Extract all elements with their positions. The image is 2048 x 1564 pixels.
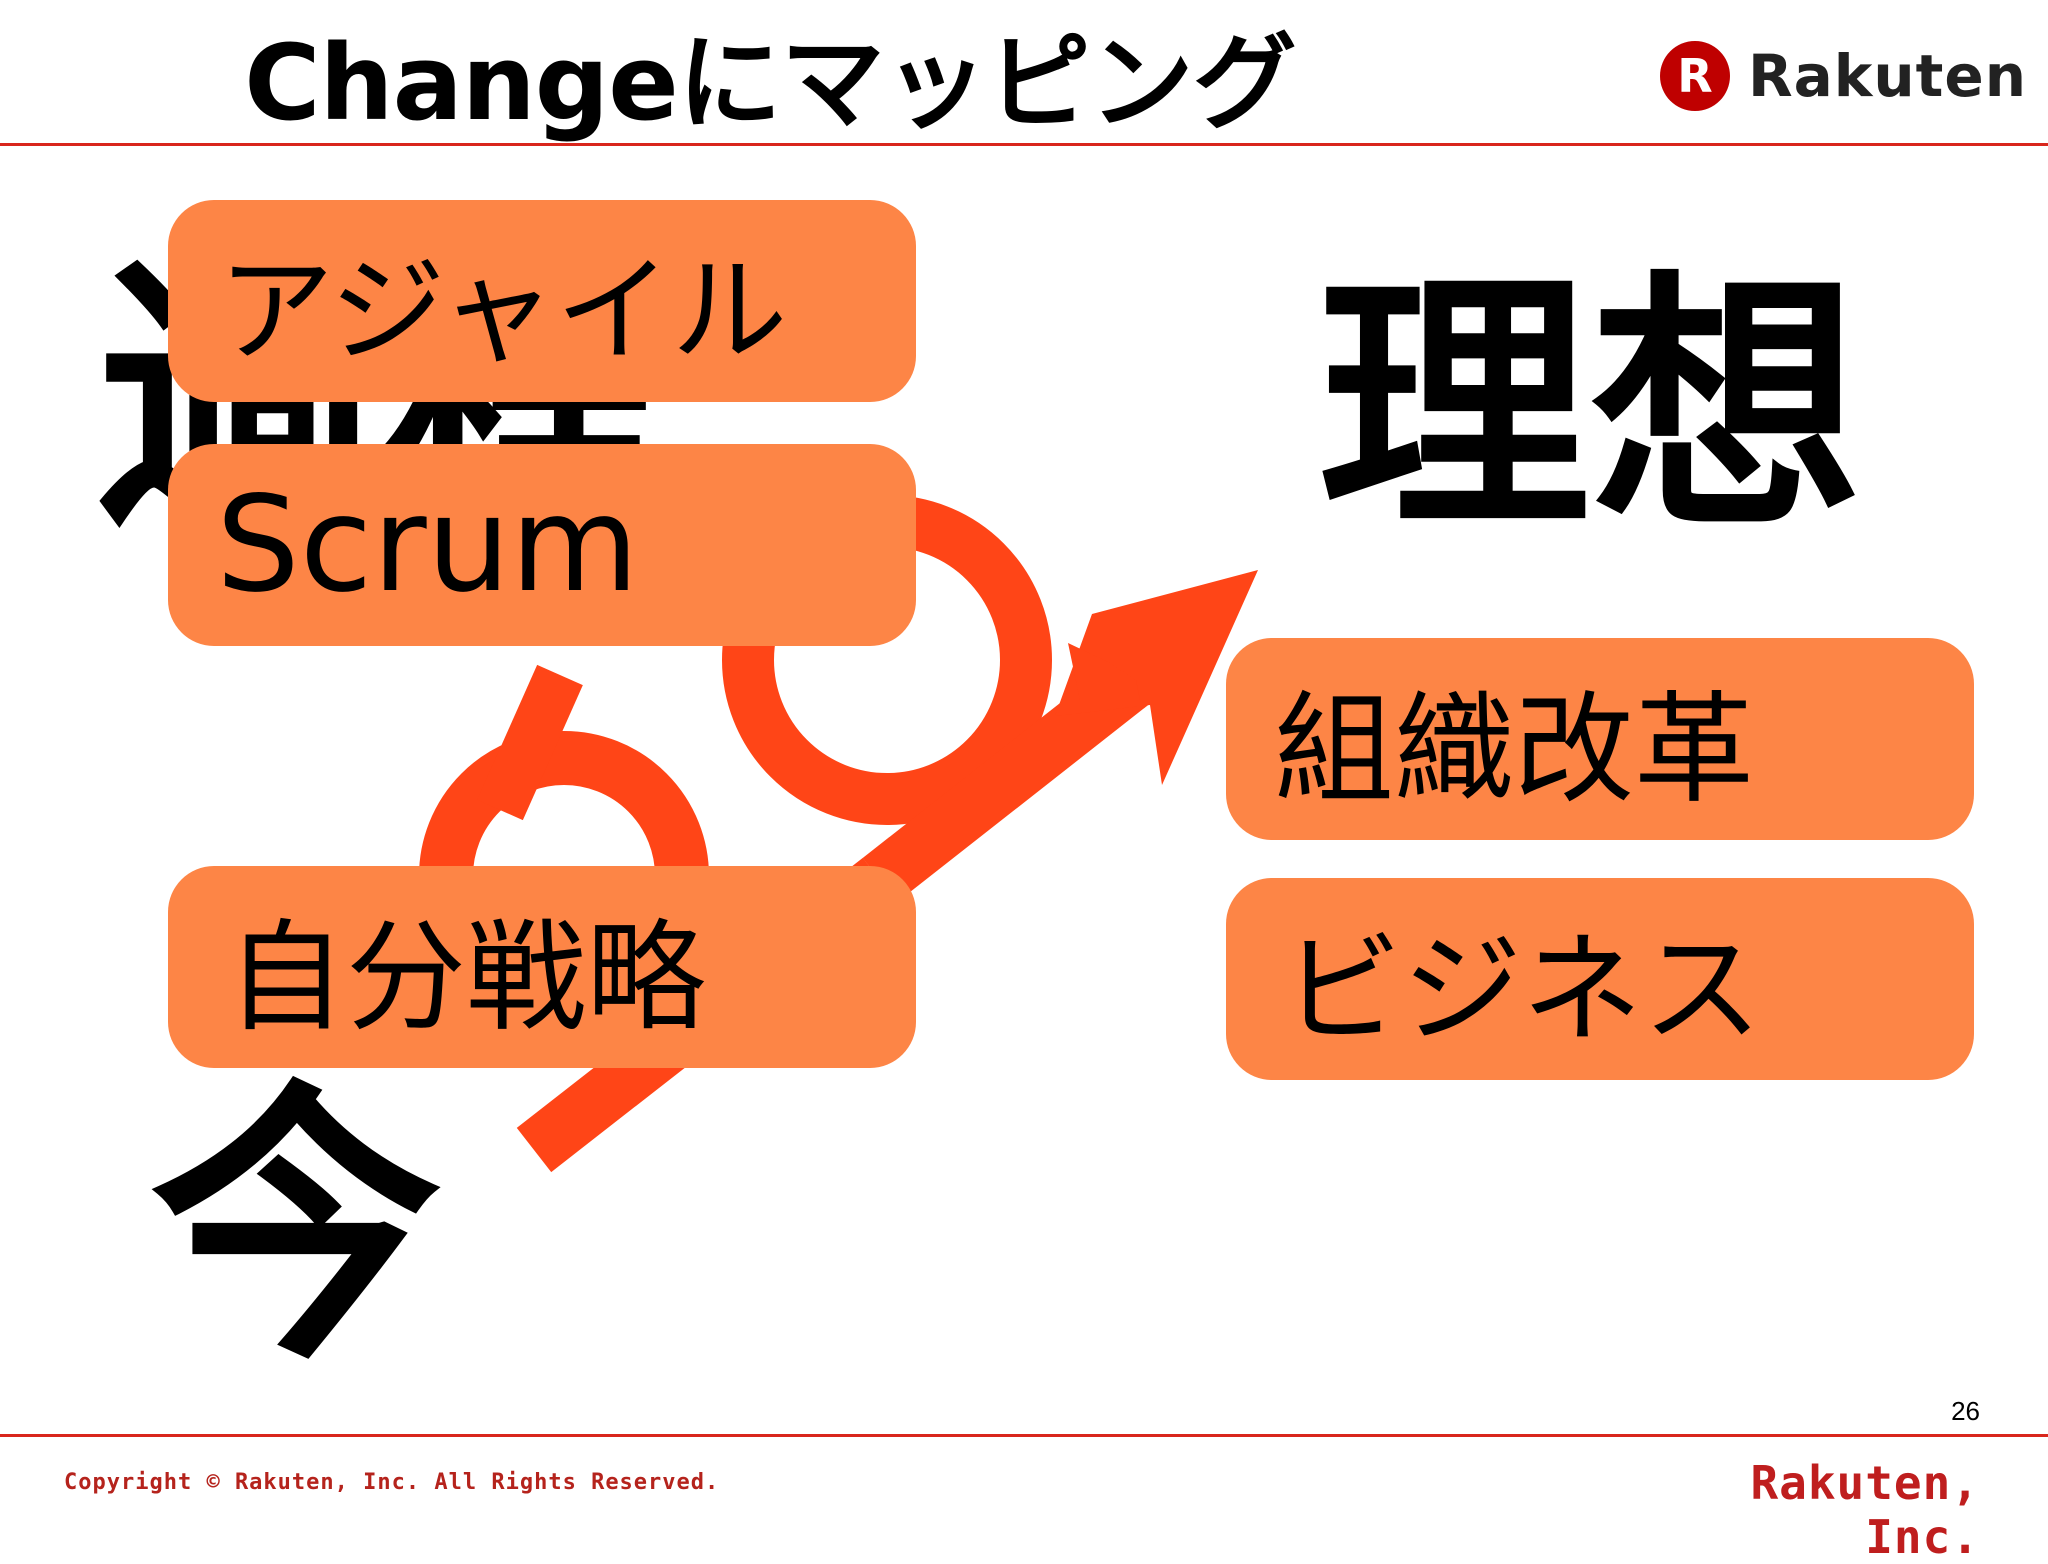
copyright-notice: Copyright © Rakuten, Inc. All Rights Res… [64,1470,720,1495]
self-strategy-label: 自分戦略 [226,909,706,1048]
scrum-label: Scrum [216,468,639,622]
business-label: ビジネス [1282,921,1762,1060]
rakuten-r-icon: R [1660,41,1730,111]
footer-divider [0,1434,2048,1437]
slide-title: Changeにマッピング [244,22,1297,144]
arrow-tail-segment [477,664,583,821]
arrow-head-notch [1068,643,1140,700]
rakuten-logo: R Rakuten [1660,40,2027,112]
current-label: 今 [150,1058,442,1398]
org-reform-box: 組織改革 [1226,638,1974,840]
page-number: 26 [1951,1396,1980,1426]
logo-wordmark: Rakuten [1748,42,2028,110]
company-name: Rakuten, Inc. [1750,1456,1980,1564]
scrum-box: Scrum [168,444,916,646]
ideal-label: 理想 [1318,250,1862,566]
self-strategy-box: 自分戦略 [168,866,916,1068]
agile-label: アジャイル [218,244,788,379]
header-divider [0,143,2048,146]
agile-box: アジャイル [168,200,916,402]
org-reform-label: 組織改革 [1274,681,1754,820]
business-box: ビジネス [1226,878,1974,1080]
arrow-head [1055,570,1258,785]
